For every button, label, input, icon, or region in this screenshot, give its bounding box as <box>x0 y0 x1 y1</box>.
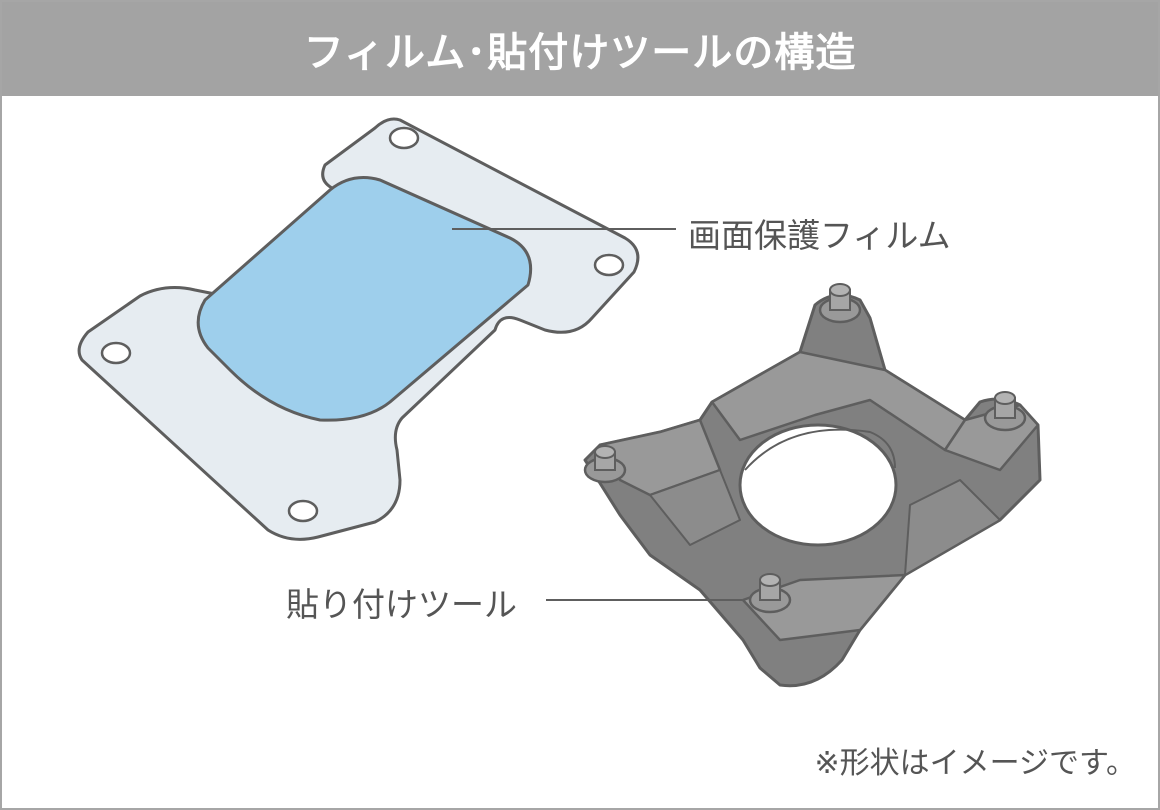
tool-pin-bottom <box>748 573 792 614</box>
tool-pin-top <box>818 283 862 324</box>
page-title: フィルム･貼付けツールの構造 <box>303 30 857 76</box>
tool-pin-left <box>583 445 627 484</box>
illustration-note: ※形状はイメージです。 <box>814 746 1136 781</box>
screen-protector-film <box>196 176 533 422</box>
tool-label: 貼り付けツール <box>286 585 517 624</box>
application-tool <box>583 283 1042 688</box>
tool-pin-right <box>983 391 1027 432</box>
film-label: 画面保護フィルム <box>688 216 951 255</box>
header-bar: フィルム･貼付けツールの構造 <box>2 2 1158 96</box>
